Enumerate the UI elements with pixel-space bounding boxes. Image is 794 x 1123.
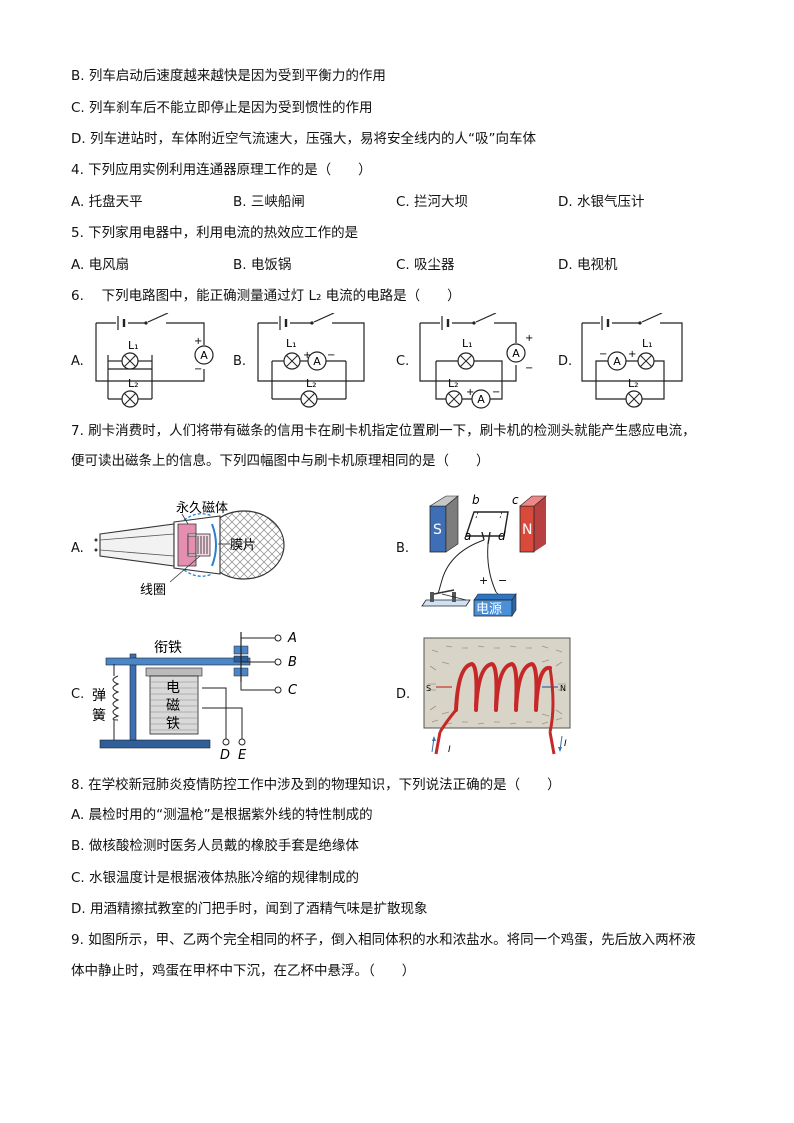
q7-c-electromagnet-char3: 铁 — [166, 716, 180, 732]
q6-b-l2: L₂ — [306, 377, 317, 390]
q6-label-b: B. — [233, 354, 247, 369]
q6-a-minus: − — [194, 364, 202, 375]
q6-d-l1: L₁ — [642, 337, 653, 350]
q7-d-current-right: I — [564, 739, 567, 749]
q7-c-terminal-d: D — [220, 748, 230, 763]
q3-option-c: C. 列车刹车后不能立即停止是因为受到惯性的作用 — [71, 100, 373, 116]
q6-circuit-d: A − + L₁ L₂ — [581, 313, 683, 408]
q6-c-l1: L₁ — [462, 337, 473, 350]
q7-c-terminal-b: B — [288, 655, 297, 670]
q4-option-b: B. 三峡船闸 — [233, 194, 305, 210]
q6-d-ammeter-label: A — [613, 355, 621, 368]
q8-option-c: C. 水银温度计是根据液体热胀冷缩的规律制成的 — [71, 870, 360, 886]
q6-c-plus2: + — [466, 387, 474, 398]
q6-a-ammeter-label: A — [200, 349, 208, 362]
q7-b-plus: + — [479, 574, 488, 587]
q5-stem: 5. 下列家用电器中，利用电流的热效应工作的是 — [71, 225, 359, 241]
q7-figure-c-relay: 电 磁 铁 A B C D E 衔铁 弹 簧 — [92, 631, 298, 763]
q4-option-a: A. 托盘天平 — [71, 194, 143, 210]
q6-b-ammeter-label: A — [313, 355, 321, 368]
q6-c-ammeter1-label: A — [512, 347, 520, 360]
q7-label-c: C. — [71, 687, 85, 702]
q7-figure-d-solenoid: S N I I — [423, 637, 571, 755]
q4-option-d: D. 水银气压计 — [558, 194, 645, 210]
q7-c-terminal-a: A — [287, 631, 297, 646]
q6-a-l1: L₁ — [128, 339, 139, 352]
q7-c-terminal-c: C — [288, 683, 298, 698]
q7-b-label-d: d — [498, 529, 506, 543]
q4-stem: 4. 下列应用实例利用连通器原理工作的是（ ） — [71, 162, 372, 178]
q7-figure-a-microphone: 永久磁体 膜片 线圈 — [94, 501, 285, 598]
q6-circuit-c: A + − A + − L₁ L₂ — [419, 313, 533, 409]
q8-option-b: B. 做核酸检测时医务人员戴的橡胶手套是绝缘体 — [71, 838, 359, 854]
q6-c-l2: L₂ — [448, 377, 459, 390]
q7-c-electromagnet-char2: 磁 — [166, 698, 180, 714]
q6-c-minus1: − — [525, 363, 533, 374]
q6-c-plus1: + — [525, 333, 533, 344]
q7-a-coil-label: 线圈 — [140, 583, 166, 598]
q7-c-terminal-e: E — [238, 748, 247, 763]
q7-b-n-pole: N — [522, 522, 532, 538]
q5-option-d: D. 电视机 — [558, 257, 618, 273]
q6-label-c: C. — [396, 354, 410, 369]
q7-stem-line2: 便可读出磁条上的信息。下列四幅图中与刷卡机原理相同的是（ ） — [71, 453, 490, 469]
q6-a-plus: + — [194, 336, 202, 347]
q6-circuit-b: A + − L₁ L₂ — [257, 313, 365, 408]
q6-d-minus: − — [599, 349, 607, 360]
q3-option-b: B. 列车启动后速度越来越快是因为受到平衡力的作用 — [71, 68, 386, 84]
q7-c-electromagnet-char1: 电 — [166, 680, 180, 696]
q5-option-a: A. 电风扇 — [71, 257, 130, 273]
q6-b-l1: L₁ — [286, 337, 297, 350]
q8-stem: 8. 在学校新冠肺炎疫情防控工作中涉及到的物理知识，下列说法正确的是（ ） — [71, 777, 561, 793]
q5-option-b: B. 电饭锅 — [233, 257, 292, 273]
q7-label-d: D. — [396, 687, 411, 702]
q7-label-b: B. — [396, 541, 410, 556]
q7-d-s-pole: S — [426, 684, 431, 693]
q6-a-l2: L₂ — [128, 377, 139, 390]
q6-b-minus: − — [327, 350, 335, 361]
q7-c-spring-char1: 弹 — [92, 688, 106, 704]
q6-d-l2: L₂ — [628, 377, 639, 390]
q5-option-c: C. 吸尘器 — [396, 257, 455, 273]
q6-d-plus: + — [628, 349, 636, 360]
q7-b-label-b: b — [472, 493, 480, 507]
q7-figure-b-motor: S N a b c d + − 电源 — [421, 493, 547, 617]
q7-b-label-a: a — [464, 529, 471, 543]
q7-d-current-left: I — [448, 745, 451, 755]
q7-b-source-label: 电源 — [476, 602, 502, 617]
q6-circuit-a: A + − L₁ L₂ — [95, 313, 214, 408]
q7-a-film-label: 膜片 — [230, 538, 256, 553]
q7-b-minus: − — [498, 574, 507, 587]
q7-b-s-pole: S — [433, 522, 442, 538]
q6-c-ammeter2-label: A — [477, 393, 485, 406]
q6-b-plus: + — [303, 350, 311, 361]
q7-stem-line1: 7. 刷卡消费时，人们将带有磁条的信用卡在刷卡机指定位置刷一下，刷卡机的检测头就… — [71, 423, 696, 439]
q6-stem: 6. 下列电路图中，能正确测量通过灯 L₂ 电流的电路是（ ） — [71, 288, 461, 304]
q9-stem-line1: 9. 如图所示，甲、乙两个完全相同的杯子，倒入相同体积的水和浓盐水。将同一个鸡蛋… — [71, 932, 696, 948]
q3-option-d: D. 列车进站时，车体附近空气流速大，压强大，易将安全线内的人“吸”向车体 — [71, 131, 536, 147]
q6-c-minus2: − — [492, 387, 500, 398]
q7-c-armature-label: 衔铁 — [154, 640, 182, 656]
q8-option-d: D. 用酒精擦拭教室的门把手时，闻到了酒精气味是扩散现象 — [71, 901, 428, 917]
q8-option-a: A. 晨检时用的“测温枪”是根据紫外线的特性制成的 — [71, 807, 373, 823]
q4-option-c: C. 拦河大坝 — [396, 194, 469, 210]
q7-a-magnet-label: 永久磁体 — [176, 501, 228, 516]
q6-label-d: D. — [558, 354, 573, 369]
q7-label-a: A. — [71, 541, 84, 556]
q9-stem-line2: 体中静止时，鸡蛋在甲杯中下沉，在乙杯中悬浮。（ ） — [71, 963, 416, 979]
q7-b-label-c: c — [512, 493, 519, 507]
q7-d-n-pole: N — [560, 684, 566, 693]
q6-label-a: A. — [71, 354, 84, 369]
q7-c-spring-char2: 簧 — [92, 708, 106, 724]
